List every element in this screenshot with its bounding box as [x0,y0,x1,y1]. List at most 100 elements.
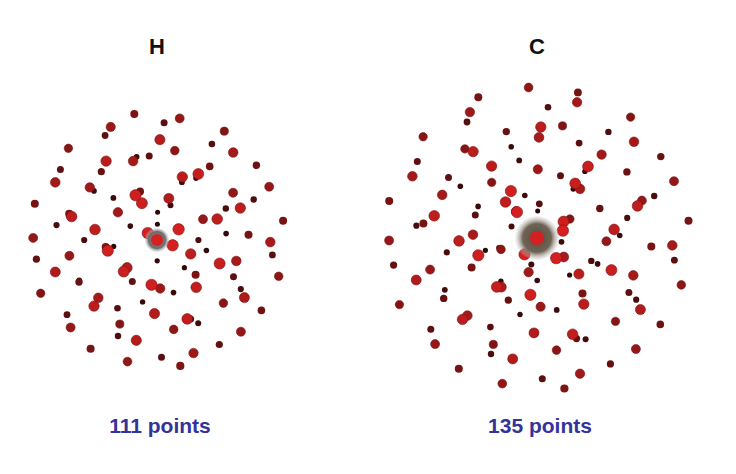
grid-point [87,345,95,353]
grid-point [551,252,562,263]
grid-point [228,148,238,158]
grid-point [66,211,77,222]
grid-point [31,200,39,208]
grid-point [90,224,101,235]
grid-point [411,275,421,285]
grid-point [155,222,160,227]
grid-point [164,193,174,203]
grid-point [182,314,193,325]
grid-point [131,335,141,345]
grid-point [483,248,488,253]
grid-point [602,237,611,246]
grid-point [219,299,228,308]
grid-point [128,223,134,229]
grid-point [574,89,582,97]
grid-point [274,272,283,281]
carbon-nucleus [515,216,559,260]
grid-point [524,83,533,92]
grid-point [605,129,611,135]
grid-point [457,314,467,324]
grid-point [193,169,204,180]
grid-point [53,222,59,228]
grid-point [486,161,496,171]
grid-point [33,256,40,263]
grid-point [545,104,552,111]
grid-point [429,211,440,222]
grid-point [106,122,115,131]
grid-point [525,289,536,300]
grid-point [588,258,594,264]
grid-point [175,114,184,123]
point-count: 111 points [109,414,211,438]
grid-point [89,301,99,311]
grid-point [212,214,223,225]
grid-point [609,224,620,235]
grid-point [458,183,464,189]
grid-point [597,150,606,159]
grid-point [497,245,506,254]
grid-point [223,231,229,237]
grid-point [559,239,565,245]
grid-point [570,178,581,189]
grid-point [29,233,38,242]
grid-point [445,174,452,181]
grid-point [177,172,187,182]
grid-point [536,302,545,311]
grid-point [65,251,74,260]
grid-point [118,266,129,277]
grid-point [508,144,514,150]
grid-point [111,195,117,201]
grid-point [64,311,71,318]
grid-point [419,133,427,141]
grid-point [258,307,266,315]
grid-point [230,273,237,280]
grid-point [220,127,228,135]
grid-point [626,113,634,121]
grid-point [102,132,109,139]
grid-point [677,281,686,290]
grid-point [536,200,543,207]
grid-point [583,161,594,172]
grid-point [488,351,494,357]
grid-point [487,324,494,331]
grid-point [474,93,482,101]
grid-point [522,193,528,199]
grid-point [114,305,121,312]
grid-point [468,264,476,272]
grid-point [66,323,75,332]
grid-point [567,272,572,277]
grid-point [491,282,502,293]
grid-point [574,269,584,279]
grid-point [500,197,511,208]
grid-point [511,207,522,218]
element-symbol: H [149,34,165,60]
grid-point [517,312,522,317]
grid-point [560,384,568,392]
grid-point [529,328,539,338]
grid-point [444,249,450,255]
element-symbol: C [529,34,545,60]
grid-point [629,271,639,281]
grid-point [516,158,522,164]
grid-point [146,152,153,159]
grid-point [473,250,484,261]
grid-point [101,156,111,166]
grid-point [279,217,287,225]
grid-point [206,163,214,171]
grid-point [204,248,210,254]
grid-point [554,307,560,313]
grid-point [572,98,581,107]
grid-point [534,278,540,284]
grid-point [426,265,435,274]
grid-point [50,267,60,277]
grid-point [498,379,507,388]
grid-point [413,223,419,229]
grid-point [238,286,244,292]
grid-point [464,119,471,126]
grid-point [595,261,601,267]
grid-point [575,369,584,378]
grid-point [427,326,434,333]
grid-point [509,224,515,230]
grid-point [465,107,474,116]
